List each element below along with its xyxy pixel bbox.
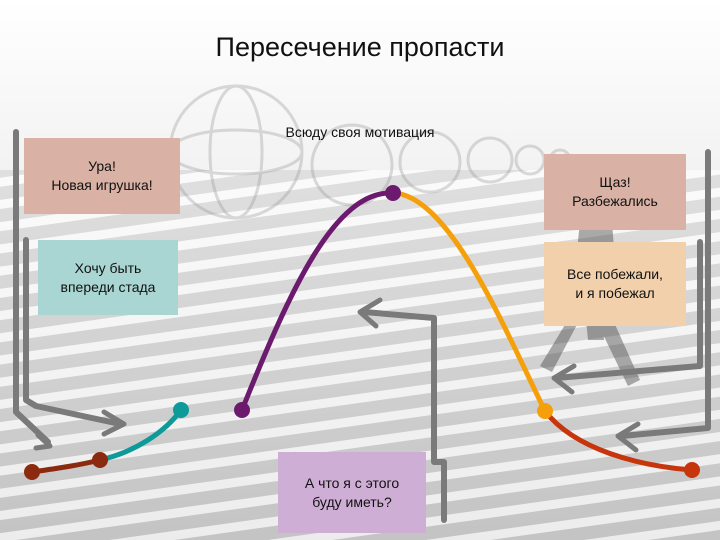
callout-scattered-text: Щаз! Разбежались	[572, 173, 658, 211]
point-innovators-end	[92, 452, 108, 468]
curve-laggards	[545, 411, 692, 470]
slide-title: Пересечение пропасти	[0, 32, 720, 63]
point-late-majority-end	[537, 403, 553, 419]
point-peak	[385, 185, 401, 201]
curve-early-majority	[242, 193, 393, 410]
curve-late-majority	[393, 193, 545, 411]
callout-ran-text: Все побежали, и я побежал	[567, 265, 663, 303]
callout-ahead-text: Хочу быть впереди стада	[61, 259, 156, 297]
callout-toy: Ура! Новая игрушка!	[24, 138, 180, 214]
curve-innovators	[32, 460, 100, 472]
point-innovators-start	[24, 464, 40, 480]
slide-subtitle: Всюду своя мотивация	[262, 124, 458, 140]
point-laggards-end	[684, 462, 700, 478]
point-early-majority-start	[234, 402, 250, 418]
callout-toy-text: Ура! Новая игрушка!	[51, 157, 152, 195]
arrow-toy-head	[36, 435, 50, 448]
callout-what-text: А что я с этого буду иметь?	[305, 474, 399, 512]
point-early-adopters-end	[173, 402, 189, 418]
callout-ahead: Хочу быть впереди стада	[38, 240, 178, 315]
callout-what: А что я с этого буду иметь?	[278, 452, 426, 533]
callout-ran: Все побежали, и я побежал	[544, 242, 686, 326]
callout-scattered: Щаз! Разбежались	[544, 154, 686, 230]
